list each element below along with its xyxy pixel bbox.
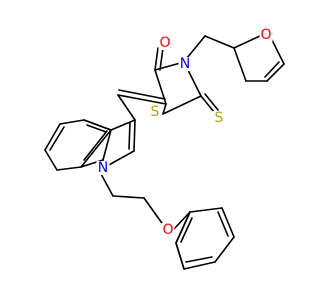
bond-c4-o-double-a — [154, 47, 159, 71]
bond-c5-ch-double-a — [117, 94, 167, 105]
bond-ch2-furan-c2 — [204, 35, 235, 49]
bond-furan-c2-o — [233, 34, 263, 49]
bond-ph-c5-c6-b — [175, 242, 185, 270]
atom-o-carbonyl: O — [158, 35, 172, 51]
atom-s-thione-label: S — [215, 110, 224, 126]
bond-ph-c6-c1-double-b — [180, 217, 193, 243]
atom-n-indole: N — [96, 160, 110, 176]
bond-benz-c6-c7 — [44, 149, 58, 171]
bond-indole-c3-c2-double-b — [128, 121, 131, 150]
atom-o-furan-label: O — [260, 27, 271, 43]
bond-benz-c7-c7a — [56, 166, 82, 171]
bond-indole-c2-n1 — [106, 150, 135, 167]
bond-c4-o-double-b — [159, 47, 164, 71]
bond-ch-indole-c3 — [117, 94, 136, 121]
atom-o-ether-label: O — [162, 222, 173, 238]
bond-ph-c3-c4 — [214, 236, 235, 263]
atom-s-ring: S — [148, 104, 162, 120]
bond-furan-c3-c2 — [233, 47, 247, 82]
bond-indole-c3-c2-double-a — [133, 119, 136, 152]
atom-o-carbonyl-label: O — [159, 35, 170, 51]
bond-benz-c3a-c7a-double-a — [80, 129, 112, 168]
bond-c2-s-double-a — [200, 95, 215, 113]
bond-indole-c7a-n1 — [102, 129, 112, 161]
bond-indole-c3-c3a — [110, 119, 136, 131]
bond-benz-c4-c5 — [59, 119, 85, 125]
bond-ch2-o — [143, 197, 165, 227]
atom-n-indole-label: N — [98, 160, 108, 176]
bond-n3-ch2 — [186, 35, 206, 59]
atom-s-thione: S — [212, 110, 226, 126]
bond-c5-ch-double-b — [118, 89, 166, 100]
bond-ph-c2-c3-double-b — [217, 211, 229, 237]
bond-ph-c4-c5-double-b — [185, 256, 213, 263]
bond-c2-s1 — [162, 95, 202, 115]
bond-benz-c4-c3a-inner-b — [86, 124, 107, 133]
bond-benz-c4-c3a-inner-a — [83, 119, 112, 131]
bond-ph-c4-c5-double-a — [183, 261, 216, 270]
bond-benz-c3a-c7a-double-b — [83, 130, 108, 161]
bond-benz-c5-c6-double-a — [44, 123, 61, 151]
bond-ph-c2-c3-double-a — [221, 207, 235, 238]
bond-furan-c5-c4-double-a — [266, 63, 285, 82]
bond-n1-ch2 — [100, 173, 114, 197]
molecule-structure: O N S S O N O — [44, 27, 285, 270]
atom-label-layer: O N S S O N O — [96, 27, 273, 238]
atom-o-ether: O — [161, 222, 175, 238]
bond-o-phenyl-c1 — [173, 211, 191, 230]
bond-ph-c6-c1-double-a — [175, 211, 191, 244]
bond-benz-c5-c6-double-b — [49, 126, 65, 151]
bond-ph-c1-c2 — [189, 207, 223, 213]
bond-ch2-ch2 — [112, 195, 145, 199]
bond-c5-s1 — [162, 103, 167, 115]
molecule-canvas: O N S S O N O — [44, 27, 285, 270]
atom-n-rhodanine: N — [178, 56, 192, 72]
bond-c2-s-double-b — [204, 93, 219, 111]
bond-layer — [44, 34, 285, 270]
atom-o-furan: O — [259, 27, 273, 43]
bond-furan-c5-c4-double-b — [264, 61, 280, 78]
atom-s-ring-label: S — [151, 104, 160, 120]
atom-n-rhodanine-label: N — [180, 56, 190, 72]
